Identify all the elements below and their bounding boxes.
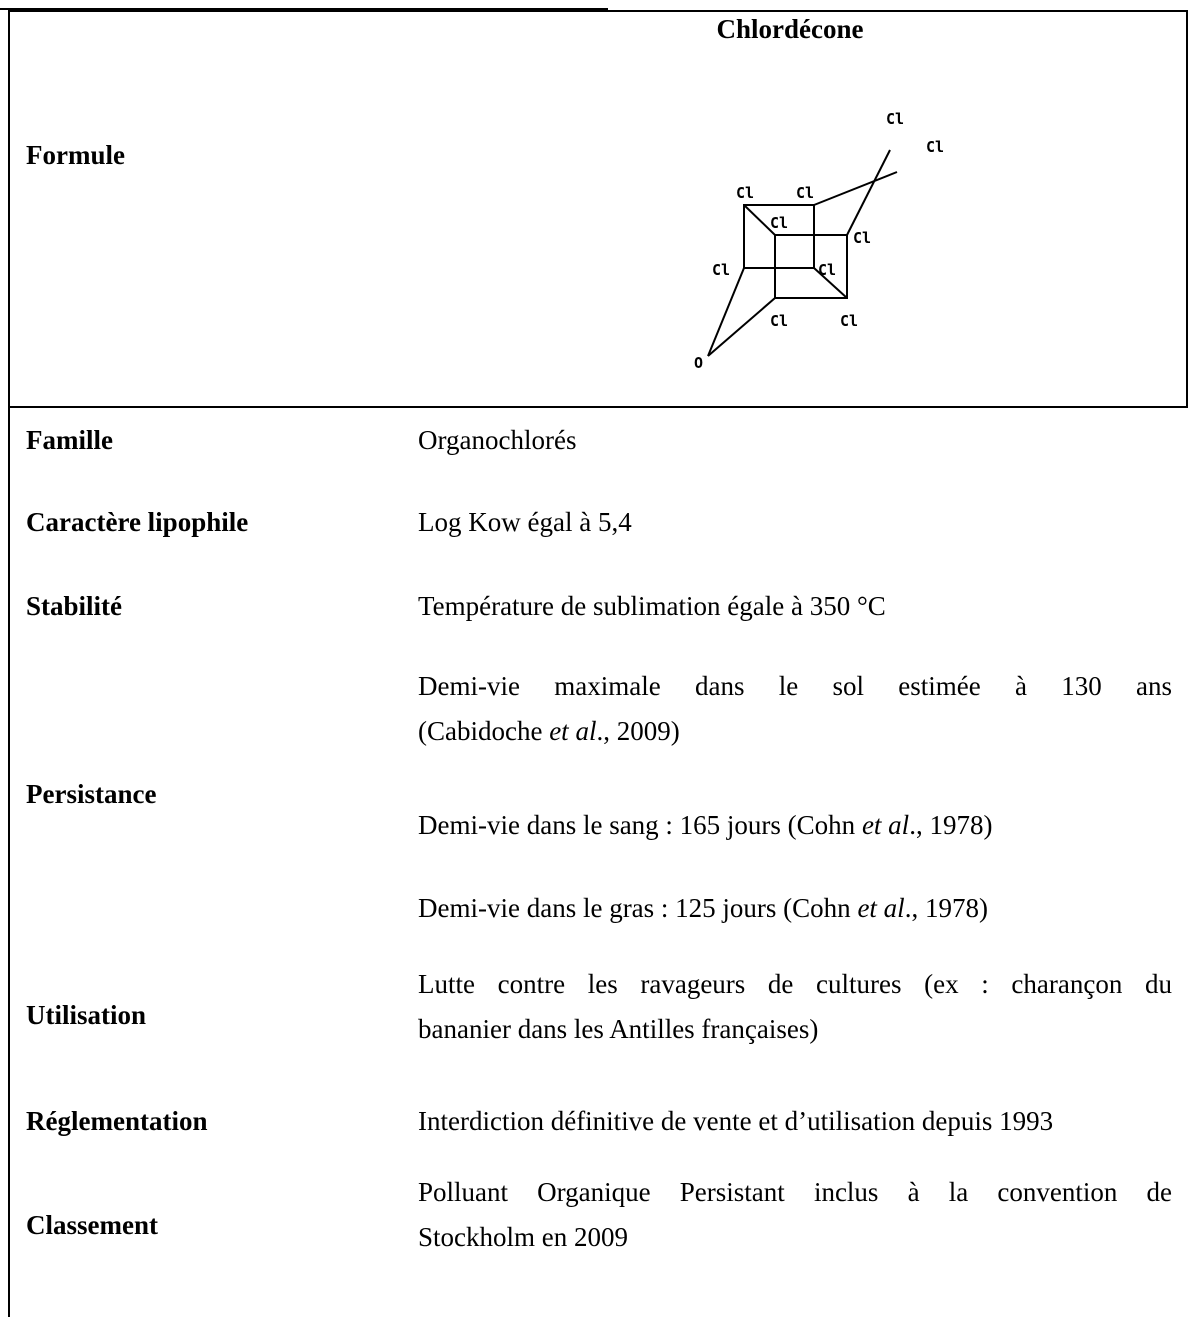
cl-atom: Cl	[712, 261, 730, 279]
classement-line2: Stockholm en 2009	[418, 1222, 628, 1252]
persistance-sang: Demi-vie dans le sang : 165 jours (Cohn …	[418, 810, 992, 841]
famille-label: Famille	[26, 425, 113, 455]
table-top-border	[8, 10, 1188, 12]
back-face	[743, 204, 815, 269]
classement-label: Classement	[26, 1210, 158, 1240]
persistance-label: Persistance	[26, 779, 157, 809]
citation-year: ., 1978)	[904, 893, 988, 923]
cl-atom: Cl	[886, 110, 904, 128]
classement-line1: Polluant Organique Persistant inclus à l…	[418, 1177, 1172, 1207]
cl-atom: Cl	[736, 184, 754, 202]
table-divider	[8, 406, 1188, 408]
stabilite-value: Température de sublimation égale à 350 °…	[418, 591, 886, 621]
citation-author: (Cabidoche	[418, 716, 550, 746]
table-left-border	[8, 10, 10, 1317]
cl-atom: Cl	[840, 312, 858, 330]
citation-year: ., 1978)	[909, 810, 993, 840]
header-rule	[0, 8, 608, 10]
reglementation-value: Interdiction définitive de vente et d’ut…	[418, 1106, 1054, 1136]
reglementation-label: Réglementation	[26, 1106, 208, 1136]
formula-label: Formule	[26, 140, 125, 170]
lipophile-label: Caractère lipophile	[26, 507, 249, 537]
utilisation-value: Lutte contre les ravageurs de cultures (…	[418, 962, 1172, 1052]
lipophile-value: Log Kow égal à 5,4	[418, 507, 632, 537]
gras-text: Demi-vie dans le gras : 125 jours (Cohn	[418, 893, 858, 923]
stabilite-label: Stabilité	[26, 591, 123, 621]
persistance-sol-line2: (Cabidoche et al., 2009)	[418, 709, 1172, 754]
classement-value: Polluant Organique Persistant inclus à l…	[418, 1170, 1172, 1260]
utilisation-line1: Lutte contre les ravageurs de cultures (…	[418, 969, 1172, 999]
table-right-border	[1186, 10, 1188, 407]
front-face	[774, 234, 848, 299]
cl-atom: Cl	[770, 312, 788, 330]
cl-atom: Cl	[818, 261, 836, 279]
persistance-sol-line1: Demi-vie maximale dans le sol estimée à …	[418, 671, 1172, 701]
cl-atom: Cl	[796, 184, 814, 202]
utilisation-line2: bananier dans les Antilles françaises)	[418, 1014, 819, 1044]
cl-atom: Cl	[926, 138, 944, 156]
cl-atom: Cl	[853, 229, 871, 247]
citation-etal: et al	[549, 716, 597, 746]
compound-title: Chlordécone	[716, 14, 864, 44]
famille-value: Organochlorés	[418, 425, 577, 455]
persistance-sol: Demi-vie maximale dans le sol estimée à …	[418, 664, 1172, 754]
citation-etal: et al	[857, 893, 905, 923]
chlordecone-structure: Cl Cl Cl Cl Cl Cl Cl Cl Cl Cl O	[694, 110, 944, 372]
utilisation-label: Utilisation	[26, 1000, 147, 1030]
cl-atom: Cl	[770, 214, 788, 232]
sang-text: Demi-vie dans le sang : 165 jours (Cohn	[418, 810, 862, 840]
o-atom: O	[694, 354, 703, 372]
citation-etal: et al	[861, 810, 910, 840]
persistance-gras: Demi-vie dans le gras : 125 jours (Cohn …	[418, 893, 988, 924]
citation-year: ., 2009)	[596, 716, 680, 746]
